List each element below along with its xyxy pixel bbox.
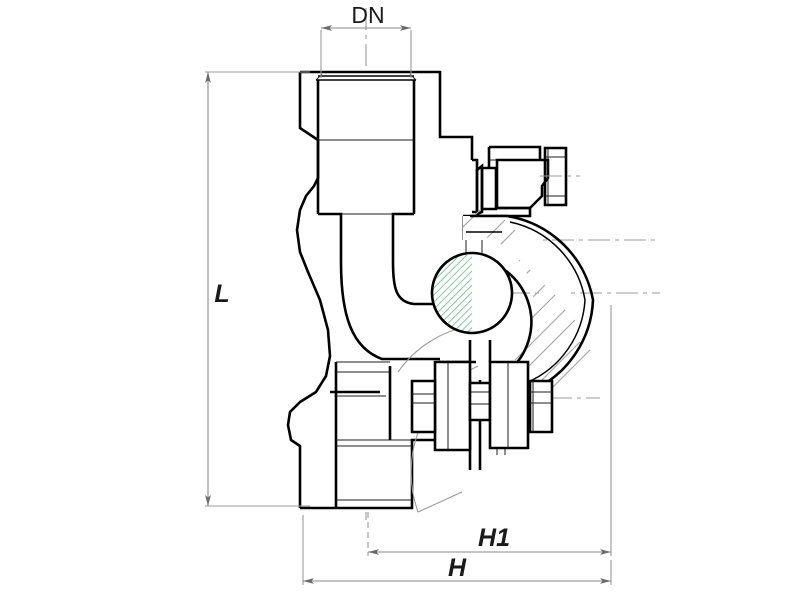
dimension-dn: DN [320,2,412,78]
dimension-label-dn: DN [351,2,384,28]
valve-ball [430,251,514,335]
dimension-l: L [205,71,310,507]
stem-flange [410,340,554,452]
dimension-label-l: L [214,280,229,308]
dimension-h1: H1 [367,305,612,556]
leader-line [417,491,463,513]
dimension-label-h: H [448,554,467,582]
ball-hatch [432,255,472,333]
dimension-h: H [302,515,612,585]
dimension-label-h1: H1 [478,524,510,552]
